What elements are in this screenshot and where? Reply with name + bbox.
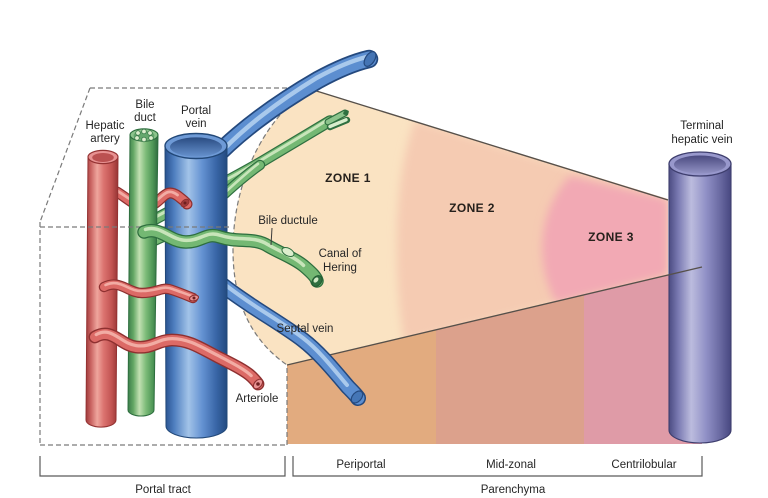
canal-of-hering-opening [281,246,295,258]
label-hepatic-artery-line2: artery [90,133,120,145]
label-parenchyma: Parenchyma [481,484,546,496]
label-centrilobular: Centrilobular [611,459,676,471]
wedge-top-edge-line [309,88,669,201]
label-portal-vein-line1: Portal [181,105,211,117]
label-terminal-hepatic-vein-line2: hepatic vein [671,134,732,146]
septal-vein-tube [195,260,366,406]
label-mid-zonal: Mid-zonal [486,459,536,471]
bile-ductule-tube [137,223,324,288]
label-arteriole: Arteriole [236,393,279,405]
hepatic-artery-cylinder [85,149,119,428]
arteriole-tube [88,327,265,391]
label-hepatic-artery-line1: Hepatic [86,120,125,132]
portal-tract-bracket [39,456,286,477]
label-canal-of-hering-line2: Hering [323,262,357,274]
label-canal-of-hering-line1: Canal of [319,248,363,260]
portal-vein-branch-tube [200,49,379,172]
label-terminal-hepatic-vein-line1: Terminal [680,120,723,132]
label-zone-2: ZONE 2 [449,201,495,215]
parenchyma-bracket [292,456,703,477]
portal-vein-cylinder [164,132,228,439]
zone1-hidden-boundary-arc [232,88,311,366]
parenchyma-top-face [233,88,669,365]
label-zone-1: ZONE 1 [325,171,371,185]
label-portal-vein-line2: vein [185,118,206,130]
label-septal-vein: Septal vein [277,323,334,335]
label-bile-duct-line1: Bile [135,99,154,111]
wedge-front-top-edge-line [286,266,703,366]
zone-3-region [542,176,668,303]
label-zone-3: ZONE 3 [588,230,634,244]
bile-duct-cylinder [127,128,159,417]
label-bile-ductule: Bile ductule [258,215,317,227]
label-portal-tract: Portal tract [135,484,191,496]
label-periportal: Periportal [336,459,385,471]
terminal-hepatic-vein-cylinder [668,151,732,444]
artery-small-branch [98,279,200,304]
portal-tract-dashed-outline [39,87,311,446]
bile-ductule-leader-line [270,227,273,246]
label-bile-duct-line2: duct [134,112,157,124]
